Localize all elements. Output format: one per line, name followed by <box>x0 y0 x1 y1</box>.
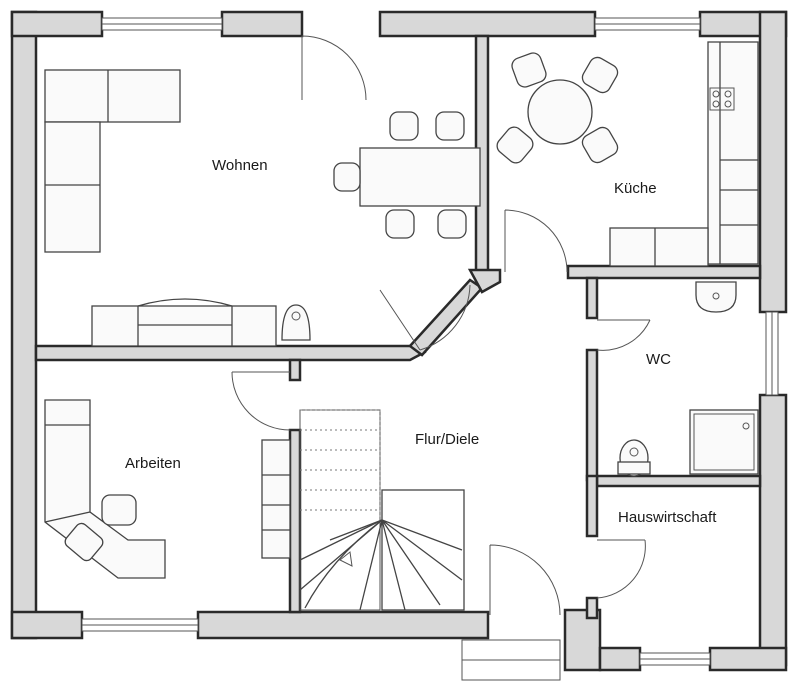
room-label-wohnen: Wohnen <box>212 157 268 174</box>
room-label-hauswirtschaft: Hauswirtschaft <box>618 509 717 526</box>
kueche-furniture <box>496 41 759 267</box>
wc-furniture <box>617 281 759 477</box>
wohnen-furniture <box>44 69 481 347</box>
staircase <box>299 409 465 611</box>
doors <box>231 35 651 681</box>
room-label-arbeiten: Arbeiten <box>125 455 181 472</box>
room-label-flur: Flur/Diele <box>415 431 479 448</box>
outer-walls <box>10 10 788 672</box>
room-label-kueche: Küche <box>614 180 657 197</box>
arbeiten-furniture <box>44 399 291 579</box>
windows <box>81 17 779 666</box>
room-label-wc: WC <box>646 351 671 368</box>
room-labels: Wohnen Küche WC Arbeiten Flur/Diele Haus… <box>125 157 717 526</box>
